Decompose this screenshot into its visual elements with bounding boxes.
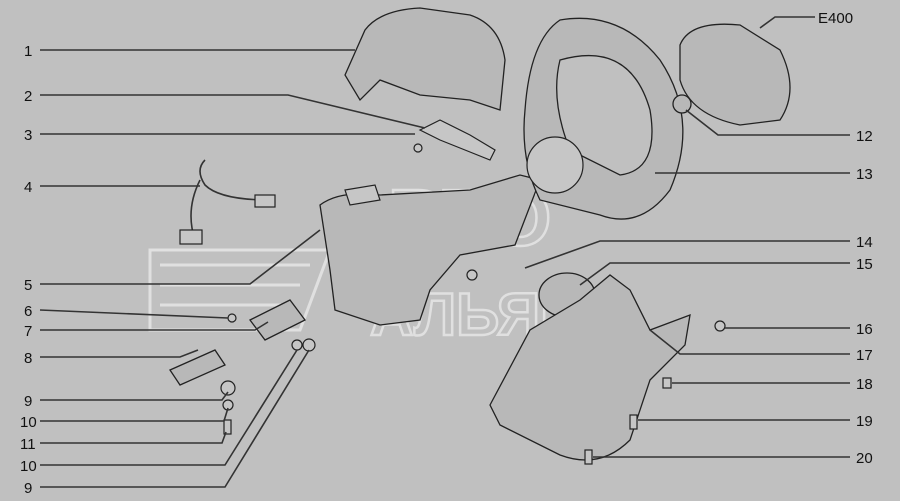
fasteners [220,143,726,465]
callout-19: 19 [856,413,873,430]
callout-5: 5 [24,277,32,294]
steering-column [319,174,541,326]
callout-14: 14 [856,234,873,251]
callout-11: 11 [20,436,36,453]
callout-10: 10 [20,414,37,431]
wiring-harness [179,159,276,245]
callout-17: 17 [856,347,873,364]
callout-e400: E400 [818,10,853,27]
callout-9: 9 [24,393,32,410]
intermediate-shaft [169,299,306,386]
callout-8: 8 [24,350,32,367]
callout-13: 13 [856,166,873,183]
callout-16: 16 [856,321,873,338]
callout-2: 2 [24,88,32,105]
callout-7: 7 [24,323,32,340]
airbag-module [679,23,791,126]
nut [672,94,692,114]
leader-lines [39,16,850,488]
callout-9-second: 9 [24,480,32,497]
callout-18: 18 [856,376,873,393]
callouts-right: E400 12 13 14 15 16 17 18 19 20 [818,10,873,467]
callout-15: 15 [856,256,873,273]
callouts-left: 1 2 3 4 5 6 7 8 9 10 11 10 9 [20,43,37,497]
steering-column-cover-upper [344,7,506,111]
callout-6: 6 [24,303,32,320]
steering-column-cover-lower [489,274,691,461]
steering-wheel [523,17,684,220]
callout-20: 20 [856,450,873,467]
callout-12: 12 [856,128,873,145]
bracket [418,119,496,161]
callout-3: 3 [24,127,32,144]
callout-1: 1 [24,43,32,60]
callout-4: 4 [24,179,32,196]
callout-10-second: 10 [20,458,37,475]
